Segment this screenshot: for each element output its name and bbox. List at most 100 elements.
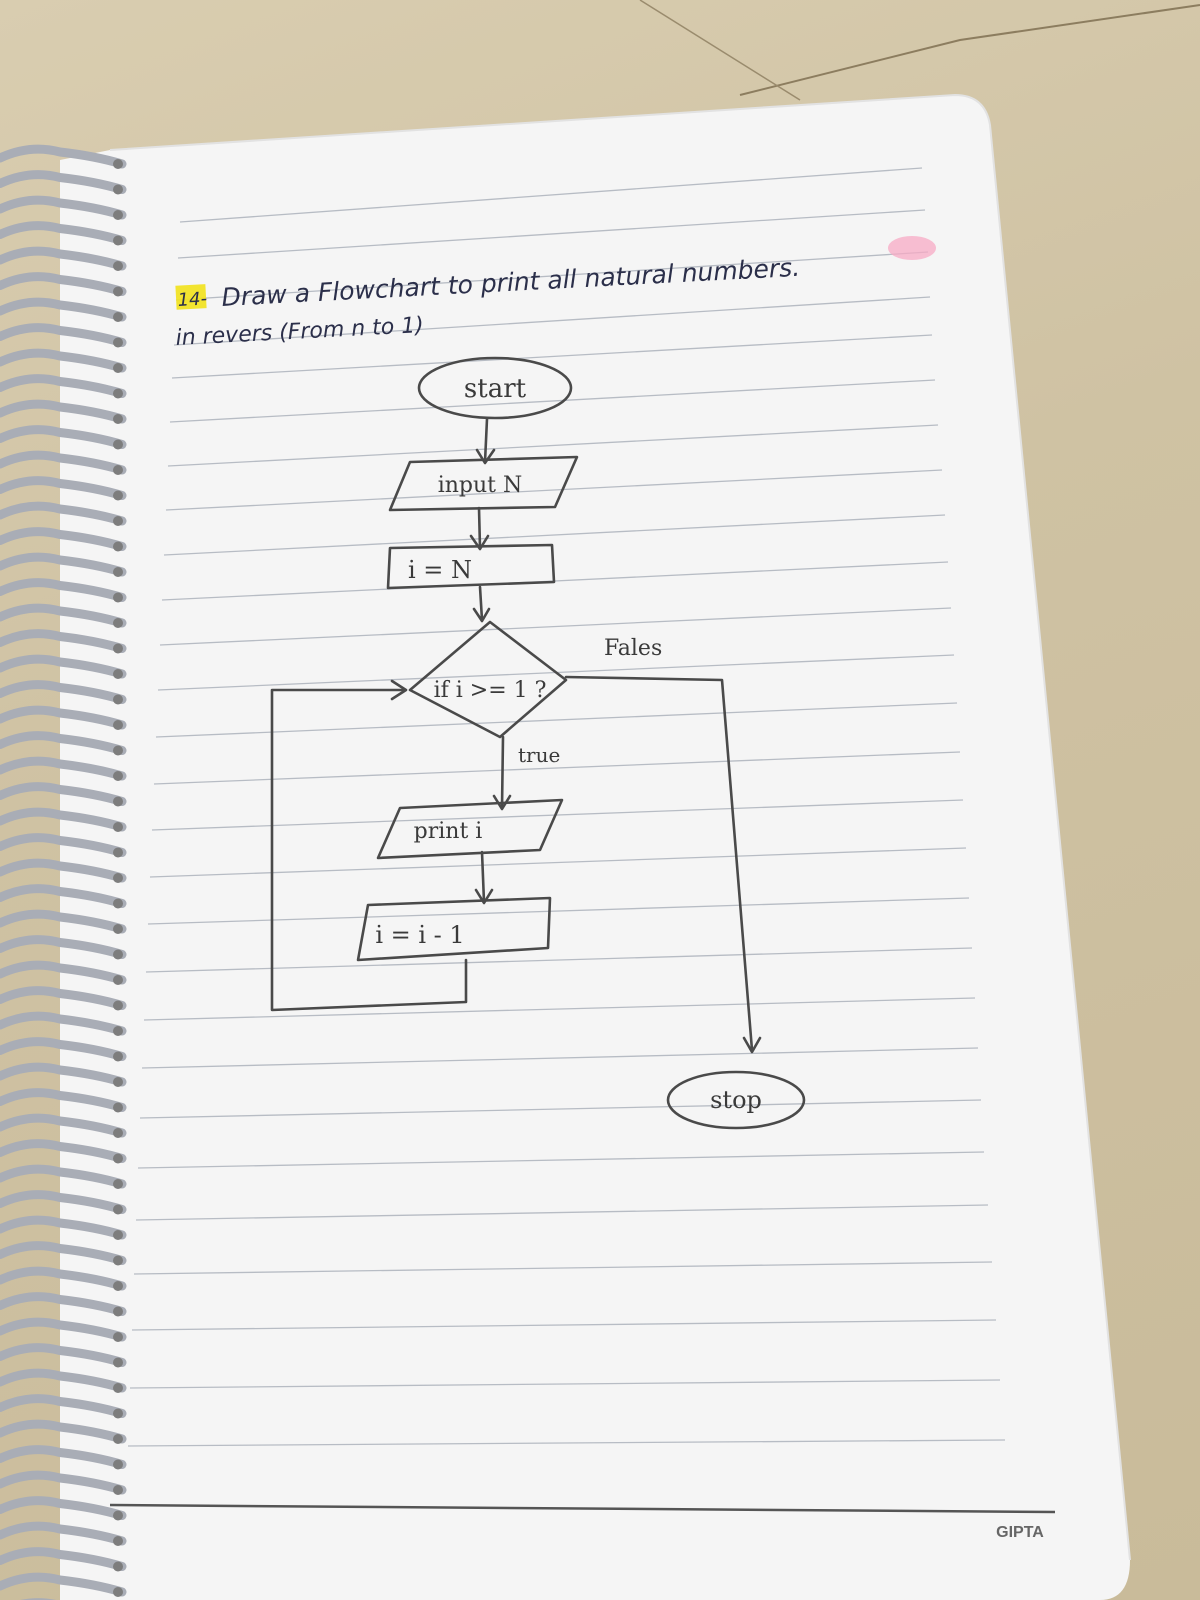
input-label: input N [438,473,523,498]
output-parallelogram [376,798,564,860]
init-label: i = N [408,556,472,584]
spiral-ring [0,1190,127,1214]
punch-hole [113,1459,123,1470]
punch-hole [113,210,123,220]
punch-hole [113,312,123,322]
spiral-ring [0,1317,127,1342]
spiral-ring [0,1088,127,1112]
arrow-head [469,534,490,551]
spiral-ring [0,450,127,475]
spiral-ring [0,476,127,500]
punch-hole [113,439,123,450]
arrow-head [390,679,408,701]
spiral-ring [0,374,127,398]
punch-hole [113,822,123,832]
punch-hole [113,720,123,730]
punch-hole [113,796,123,807]
spiral-ring [0,170,127,194]
spiral-ring [0,1496,127,1520]
punch-hole [113,1536,123,1546]
punch-hole [113,1408,123,1419]
arrow [483,417,489,464]
notebook-page [60,95,1130,1600]
spiral-ring [0,1062,127,1087]
spiral-ring [0,195,127,220]
desk-crack [739,4,1200,96]
spiral-ring [0,858,127,883]
punch-hole [113,235,123,246]
spiral-ring [0,1470,127,1495]
decision-diamond [408,620,568,739]
update-process-box [356,896,552,962]
spiral-ring [0,1572,127,1597]
loop-back-line [270,688,468,1012]
spiral-ring [0,1292,127,1316]
spiral-ring [0,1266,127,1291]
spiral-ring [0,705,127,730]
question-number: 14- [177,288,207,311]
punch-hole [113,1255,123,1266]
punch-hole [113,1077,123,1087]
punch-hole [113,1434,123,1444]
notebook-brand: GIPTA [996,1524,1044,1541]
true-label: true [518,743,560,767]
spiral-ring [0,144,127,169]
punch-hole [113,1102,123,1113]
punch-hole [113,745,123,756]
punch-hole [113,1026,123,1036]
true-branch-line [500,735,505,810]
spiral-ring [0,425,127,449]
arrow [480,850,486,904]
spiral-ring [0,272,127,296]
spiral-ring [0,578,127,602]
spiral-ring [0,986,127,1010]
punch-hole [113,286,123,297]
spiral-ring [0,1113,127,1138]
spiral-ring [0,782,127,806]
false-label: Fales [604,636,662,661]
spiral-ring [0,1547,127,1571]
output-label: print i [414,819,483,844]
ruled-lines [109,167,1056,1514]
punch-hole [113,1051,123,1062]
spiral-ring [0,501,127,526]
spiral-ring [0,1037,127,1061]
punch-hole [113,1357,123,1368]
punch-hole [113,694,123,705]
spiral-ring [0,552,127,577]
punch-hole [113,1383,123,1393]
desk-crack [639,0,801,101]
punch-hole [113,771,123,781]
false-branch-line [564,675,754,1052]
spiral-ring [0,1368,127,1393]
spiral-ring [0,960,127,985]
input-parallelogram [388,455,579,512]
spiral-ring [0,527,127,551]
punch-hole [113,1306,123,1317]
spiral-ring [0,935,127,959]
spiral-ring [0,323,127,347]
spiral-ring [0,1343,127,1367]
spiral-ring [0,680,127,704]
punch-hole [113,541,123,552]
punch-hole [113,414,123,424]
punch-hole [113,1230,123,1240]
spiral-ring [0,1241,127,1265]
punch-hole [113,949,123,960]
spiral-ring [0,1215,127,1240]
spiral-binding [0,144,127,1600]
arrow-head [472,607,491,623]
spiral-ring [0,731,127,755]
punch-hole [113,1587,123,1597]
spiral-ring [0,1011,127,1036]
punch-hole [113,1561,123,1572]
spiral-ring [0,1521,127,1546]
punch-hole [113,1128,123,1138]
start-label: start [464,374,527,404]
init-process-box [386,543,556,590]
punch-hole [113,1510,123,1521]
punch-hole [113,1204,123,1215]
update-label: i = i - 1 [375,921,464,949]
spiral-ring [0,1164,127,1189]
